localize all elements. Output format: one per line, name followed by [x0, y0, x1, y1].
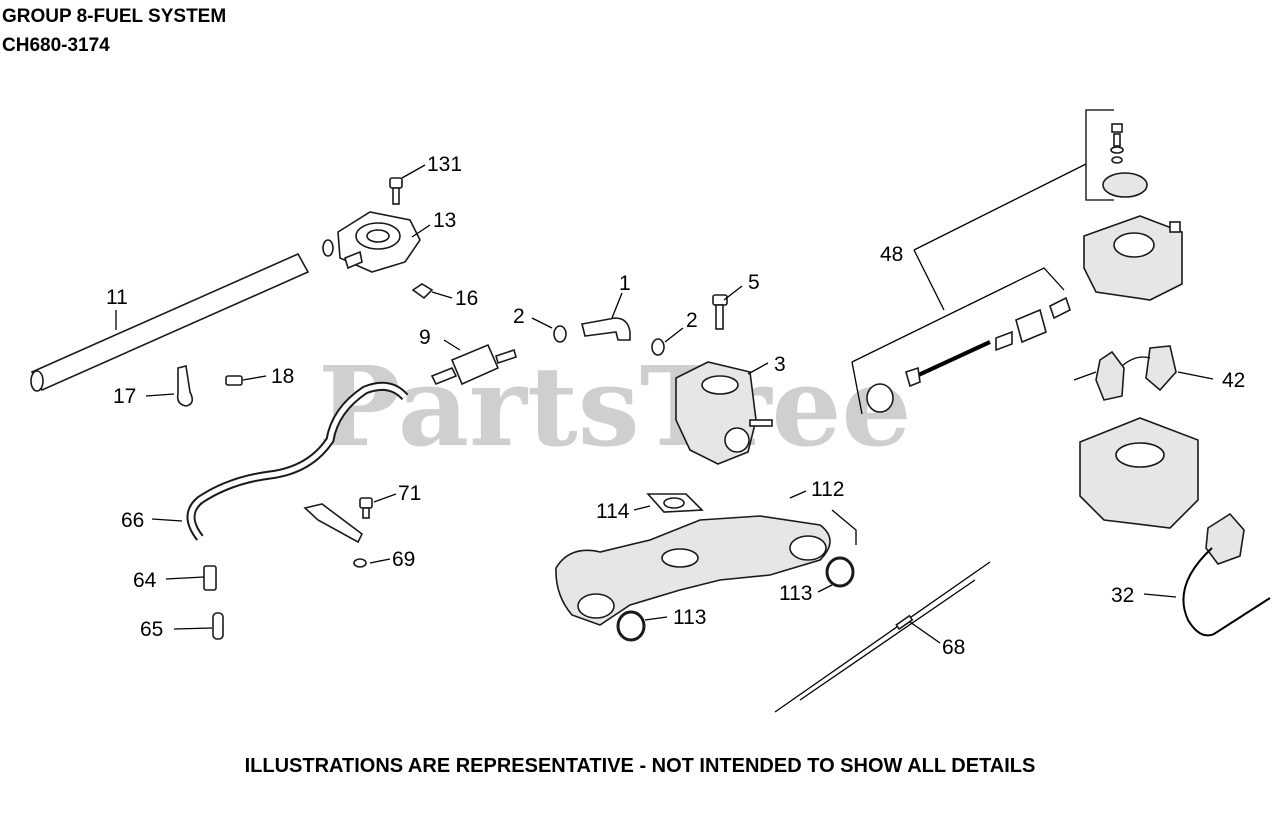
part-131-screw[interactable]: [389, 177, 403, 205]
part-64-fitting[interactable]: [203, 565, 217, 591]
callout-113-left: 113: [673, 606, 706, 629]
part-18-fitting[interactable]: [225, 375, 243, 386]
callout-13: 13: [433, 209, 456, 232]
callout-69: 69: [392, 548, 415, 571]
part-114-gasket[interactable]: [646, 493, 704, 513]
carburetor-lower-body[interactable]: [1079, 417, 1199, 529]
part-17-bracket[interactable]: [176, 365, 194, 407]
part-32-fuel-solenoid[interactable]: [1182, 512, 1271, 637]
part-42-float[interactable]: [1073, 345, 1177, 401]
callout-2-right: 2: [686, 309, 698, 332]
callout-114: 114: [596, 500, 630, 523]
diagram-title: GROUP 8-FUEL SYSTEM: [2, 6, 227, 27]
callout-68: 68: [942, 636, 965, 659]
callout-112: 112: [811, 478, 844, 501]
callout-131: 131: [427, 153, 462, 176]
callout-9: 9: [419, 326, 431, 349]
part-66-fuel-hose[interactable]: [186, 381, 409, 541]
part-13-fuel-pump[interactable]: [322, 211, 421, 273]
disclaimer-footer: ILLUSTRATIONS ARE REPRESENTATIVE - NOT I…: [244, 755, 1036, 777]
callout-1: 1: [619, 272, 631, 295]
part-48-carburetor-cover[interactable]: [1083, 215, 1183, 301]
model-number: CH680-3174: [2, 35, 110, 56]
part-11-fuel-line[interactable]: [30, 252, 310, 392]
part-16-clip[interactable]: [411, 283, 434, 300]
callout-16: 16: [455, 287, 478, 310]
callout-65: 65: [140, 618, 163, 641]
leader-lines: [115, 164, 1214, 644]
part-2-clamp-left[interactable]: [553, 325, 567, 343]
part-112-intake-manifold[interactable]: [555, 515, 831, 626]
part-69-strap[interactable]: [303, 503, 367, 568]
callout-5: 5: [748, 271, 760, 294]
callout-64: 64: [133, 569, 157, 592]
callout-11: 11: [106, 286, 128, 309]
callout-113-right: 113: [779, 582, 812, 605]
callout-32: 32: [1111, 584, 1134, 607]
part-113-gasket-right[interactable]: [825, 556, 855, 588]
callout-17: 17: [113, 385, 136, 408]
part-9-fuel-filter[interactable]: [430, 343, 517, 386]
part-113-gasket-left[interactable]: [616, 610, 646, 642]
watermark: PartsTree: [318, 342, 912, 471]
part-71-screw[interactable]: [359, 497, 373, 519]
part-48-choke-assembly[interactable]: [866, 296, 1071, 413]
callout-42: 42: [1222, 369, 1245, 392]
callout-2-left: 2: [513, 305, 525, 328]
callout-66: 66: [121, 509, 144, 532]
part-68-wire-harness[interactable]: [774, 561, 991, 713]
callout-71: 71: [398, 482, 421, 505]
part-65-tube[interactable]: [212, 612, 224, 640]
callout-18: 18: [271, 365, 294, 388]
part-2-clamp-right[interactable]: [651, 338, 665, 356]
part-1-elbow-hose[interactable]: [581, 317, 631, 341]
callout-3: 3: [774, 353, 786, 376]
part-3-carburetor[interactable]: [675, 361, 773, 465]
part-5-bolt[interactable]: [712, 294, 728, 330]
part-48-hardware-stack[interactable]: [1102, 123, 1148, 198]
callout-48: 48: [880, 243, 903, 266]
